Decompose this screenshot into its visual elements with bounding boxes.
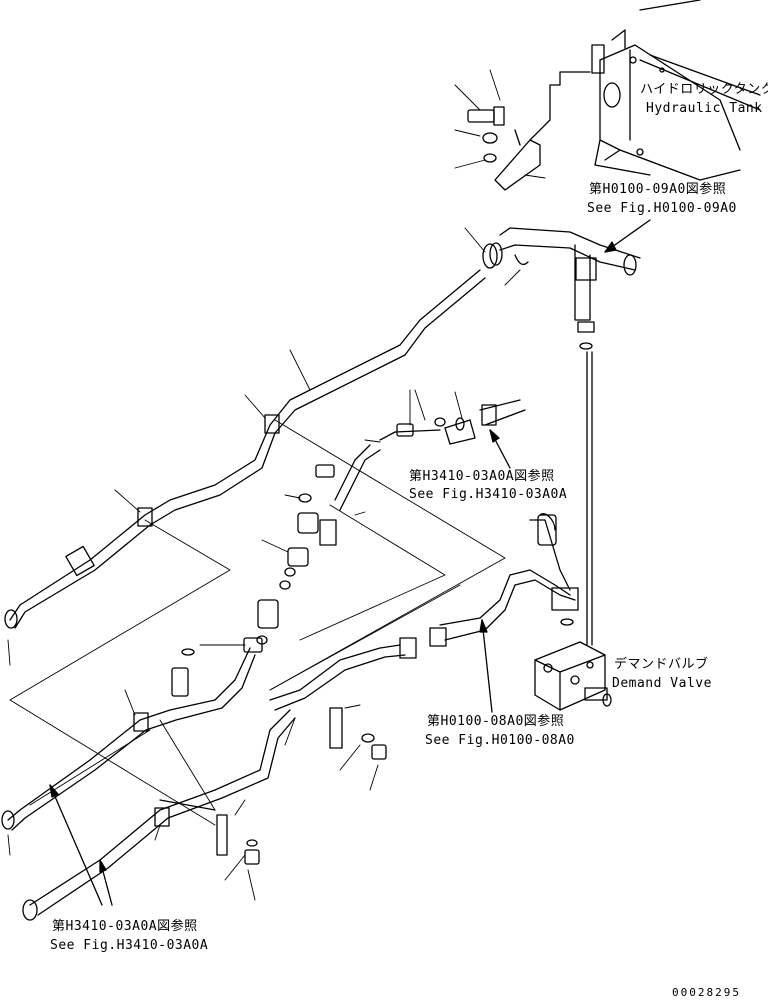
- middle-left-pipe: [1, 647, 256, 831]
- center-fittings: [171, 464, 337, 697]
- demand-valve-pipe: [269, 513, 579, 760]
- ref-h0100-08a0-label-jp: 第H0100-08A0図参照: [427, 714, 565, 729]
- drawing-number: 00028295: [672, 986, 741, 999]
- hydraulic-tank: [591, 0, 761, 181]
- ref-h3410-03a0a-upper-label-en: See Fig.H3410-03A0A: [409, 487, 568, 502]
- center-hose: [334, 399, 526, 511]
- upper-left-pipe: [4, 269, 486, 629]
- demand-valve: [534, 618, 612, 711]
- tank-leader-line: [529, 71, 591, 141]
- upper-bracket: [467, 106, 541, 191]
- demand-valve-label-jp: デマンドバルブ: [614, 657, 709, 672]
- ref-h3410-03a0a-lower-label-en: See Fig.H3410-03A0A: [50, 938, 209, 953]
- ref-h0100-09a0-label-jp: 第H0100-09A0図参照: [589, 182, 727, 197]
- tank-outlet-clamp: [482, 242, 529, 269]
- ref-h0100-09a0-label-en: See Fig.H0100-09A0: [587, 201, 737, 216]
- hydraulic-tank-label-jp: ハイドロリックタンク: [640, 82, 768, 97]
- demand-valve-label-en: Demand Valve: [612, 676, 712, 691]
- leader-lines: [7, 69, 546, 901]
- hydraulic-tank-label-en: Hydraulic Tank: [646, 101, 763, 116]
- ref-h0100-08a0-label-en: See Fig.H0100-08A0: [425, 733, 575, 748]
- ref-h3410-03a0a-upper-label-jp: 第H3410-03A0A図参照: [409, 469, 555, 484]
- reference-arrows: [49, 219, 651, 906]
- lower-left-pipe: [22, 709, 296, 921]
- tank-suction-pipe: [499, 227, 641, 350]
- reference-planes: [9, 419, 506, 826]
- ref-h3410-03a0a-lower-label-jp: 第H3410-03A0A図参照: [52, 919, 198, 934]
